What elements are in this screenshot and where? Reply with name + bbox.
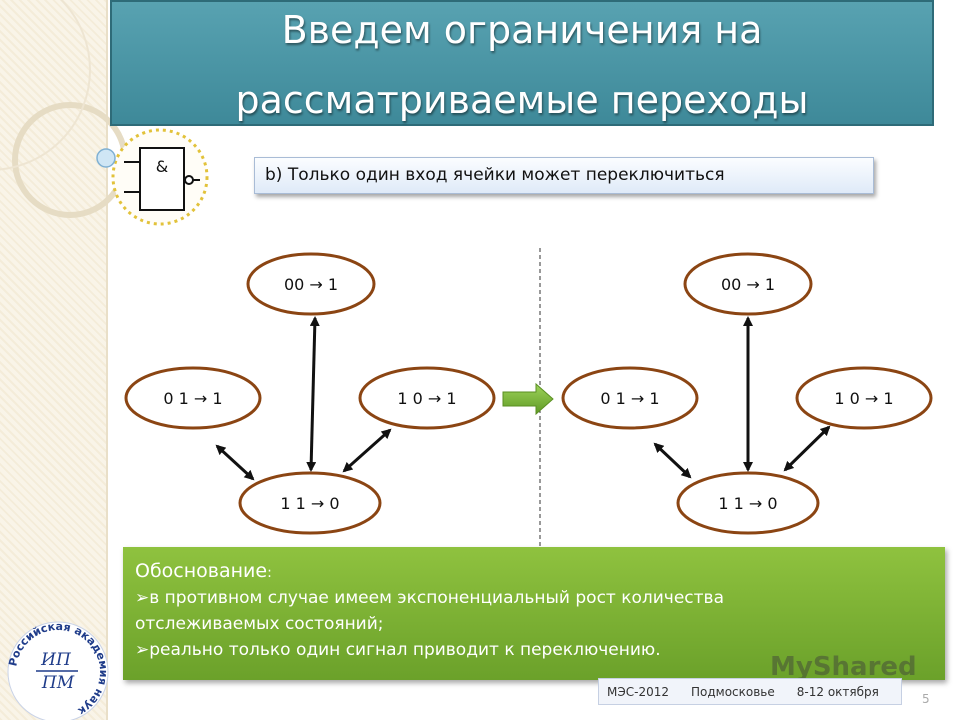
node-right-label: 1 0 → 1 — [397, 389, 456, 408]
watermark: MyShared — [770, 652, 917, 682]
note-bullet-1-continued: отслеживаемых состояний; — [135, 614, 384, 634]
node-top — [683, 252, 813, 316]
decorative-left-strip — [0, 0, 108, 720]
node-top-label: 00 → 1 — [284, 275, 338, 294]
footer-dates: 8-12 октября — [796, 684, 879, 699]
edge-left-bottom — [215, 444, 255, 481]
node-top — [246, 252, 376, 316]
footer-conference: МЭС-2012 — [607, 684, 669, 699]
note-heading-text: Обоснование — [135, 560, 268, 582]
diagram-left: 00 → 1 0 1 → 1 1 0 → 1 1 1 → 0 — [124, 252, 496, 535]
edge-right-bottom — [342, 428, 392, 473]
logo-inner-bottom: ПМ — [41, 673, 75, 693]
note-bullet-text: в противном случае имеем экспоненциальны… — [149, 588, 724, 608]
bullet-arrow-icon: ➢ — [135, 640, 150, 660]
title-line-2: рассматриваемые переходы — [235, 78, 809, 122]
node-left-label: 0 1 → 1 — [163, 389, 222, 408]
bullet-arrow-icon: ➢ — [135, 588, 150, 608]
title-banner: Введем ограничения на рассматриваемые пе… — [110, 0, 934, 126]
note-heading: Обоснование: — [135, 559, 933, 585]
note-bullet-1: ➢в противном случае имеем экспоненциальн… — [135, 585, 933, 611]
logo-inner-top: ИП — [40, 650, 72, 670]
subtitle-box: b) Только один вход ячейки может переклю… — [254, 157, 874, 194]
diagram-right: 00 → 1 0 1 → 1 1 0 → 1 1 1 → 0 — [561, 252, 933, 535]
node-bottom — [238, 471, 382, 535]
justification-box: Обоснование: ➢в противном случае имеем э… — [123, 547, 945, 680]
node-bottom — [676, 471, 820, 535]
footer-bar: МЭС-2012 Подмосковье 8-12 октября — [598, 678, 902, 705]
node-left — [124, 366, 262, 430]
gate-symbol: & — [156, 157, 168, 176]
transition-arrow-icon — [502, 382, 554, 416]
title-line-1: Введем ограничения на — [281, 8, 763, 52]
node-bottom-label: 1 1 → 0 — [718, 494, 777, 513]
node-bottom-label: 1 1 → 0 — [280, 494, 339, 513]
node-left-label: 0 1 → 1 — [600, 389, 659, 408]
and-gate-icon: & — [96, 128, 209, 226]
node-right-label: 1 0 → 1 — [834, 389, 893, 408]
note-bullet-text: реально только один сигнал приводит к пе… — [149, 640, 661, 660]
academy-logo: Российская академия наук ИП ПМ — [6, 620, 110, 720]
note-heading-colon: : — [267, 565, 272, 581]
node-top-label: 00 → 1 — [721, 275, 775, 294]
page-number: 5 — [922, 692, 930, 706]
node-left — [561, 366, 699, 430]
node-right — [795, 366, 933, 430]
note-bullet-2: ➢реально только один сигнал приводит к п… — [135, 637, 933, 663]
edge-top-bottom — [306, 316, 320, 472]
footer-place: Подмосковье — [690, 684, 775, 699]
edge-left-bottom — [653, 442, 692, 479]
decorative-arc — [0, 0, 91, 171]
node-right — [358, 366, 496, 430]
edge-right-bottom — [783, 425, 831, 472]
